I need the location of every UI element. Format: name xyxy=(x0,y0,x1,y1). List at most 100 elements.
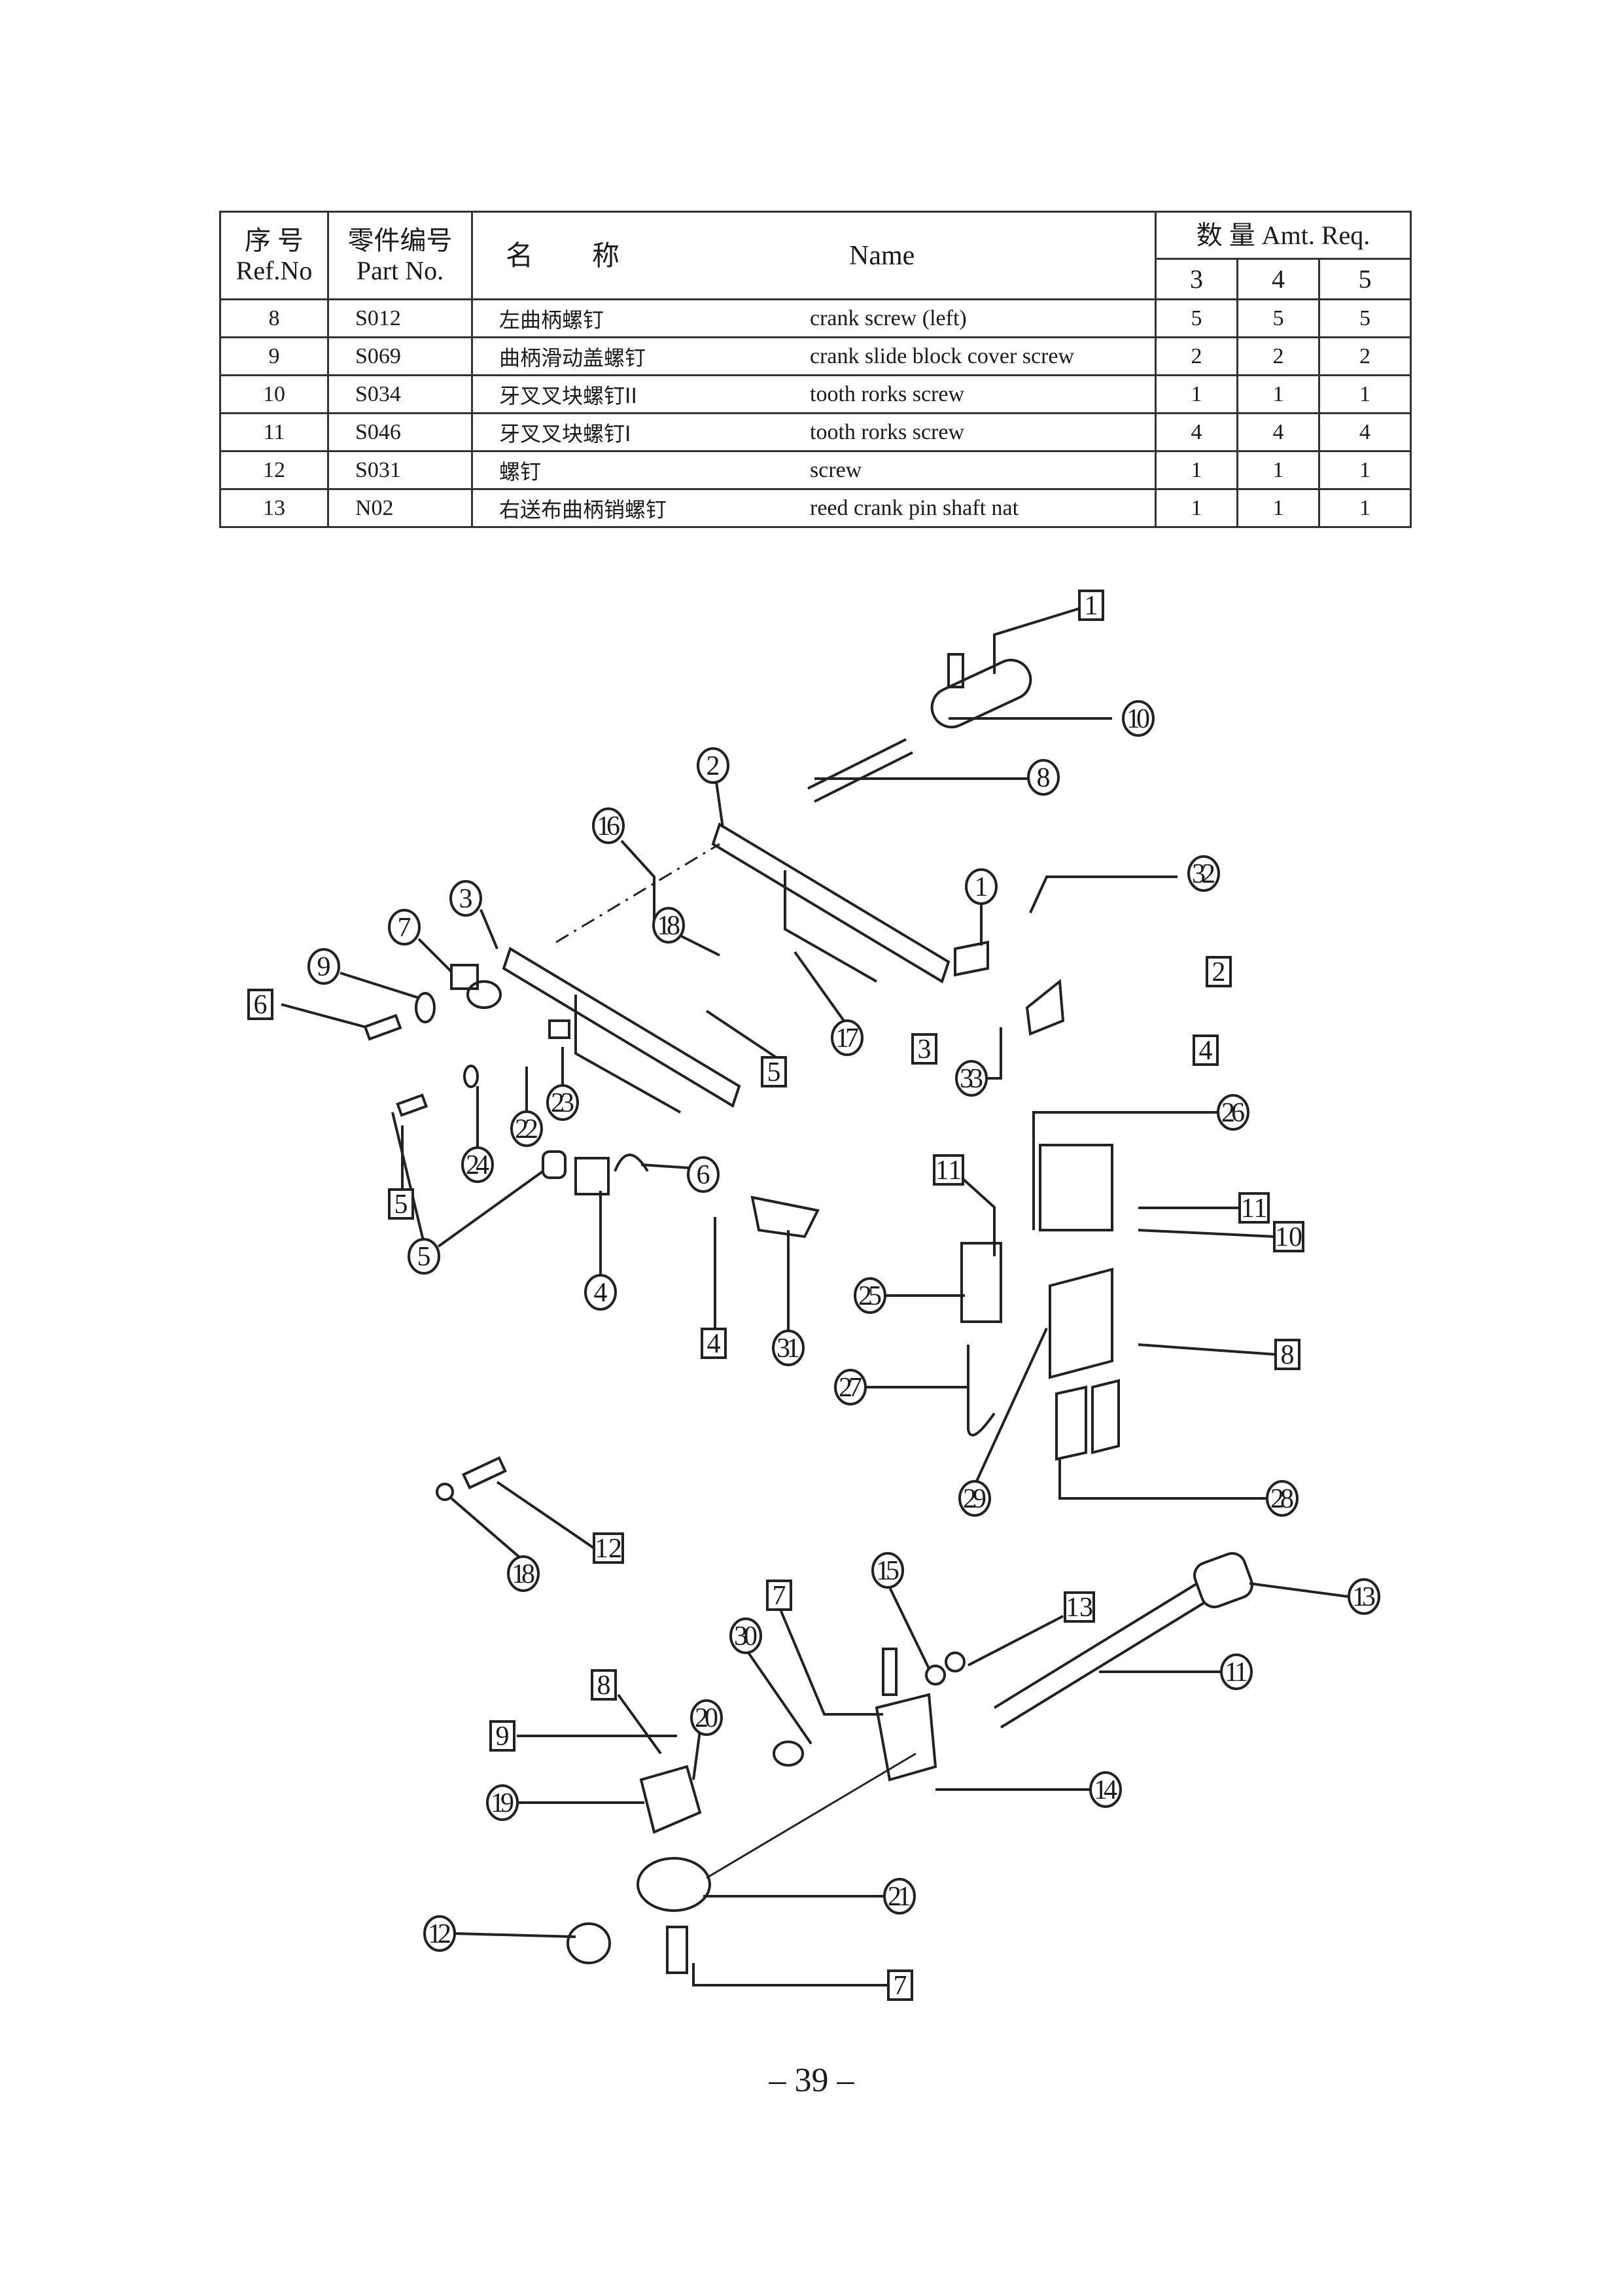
feed-arm-upper xyxy=(711,822,951,983)
circle-callout: 11 xyxy=(1220,1653,1253,1690)
box-callout: 8 xyxy=(591,1669,617,1701)
circle-callout: 33 xyxy=(955,1060,988,1097)
callout-label: 6 xyxy=(697,1160,710,1190)
circle-callout: 25 xyxy=(854,1277,886,1314)
callout-label: 23 xyxy=(551,1088,574,1118)
header-amount-required: 数 量 Amt. Req. xyxy=(1155,211,1412,260)
circle-callout: 21 xyxy=(883,1878,916,1915)
box-callout: 10 xyxy=(1273,1221,1304,1252)
circle-callout: 30 xyxy=(729,1617,762,1654)
leader-line xyxy=(973,1328,1048,1486)
crank-shaft-part xyxy=(807,738,913,803)
callout-label: 25 xyxy=(858,1281,882,1311)
callout-label: 29 xyxy=(963,1484,986,1514)
box-callout: 1 xyxy=(1078,590,1104,621)
header-ref-no: 序 号 Ref.No xyxy=(219,211,329,300)
qty-4-cell: 2 xyxy=(1236,336,1320,376)
pin-holder-part xyxy=(639,1765,702,1834)
name-en: tooth rorks screw xyxy=(810,381,965,406)
leader-line xyxy=(886,1583,930,1669)
circle-callout: 20 xyxy=(690,1699,723,1736)
needle-plate-part xyxy=(1049,1267,1113,1379)
callout-label: 28 xyxy=(1270,1484,1294,1514)
circle-callout: 9 xyxy=(307,948,340,985)
box-callout: 11 xyxy=(933,1154,964,1186)
qty-4-cell: 1 xyxy=(1236,488,1320,528)
callout-label: 14 xyxy=(1094,1775,1117,1805)
qty-5-cell: 5 xyxy=(1318,298,1412,338)
qty-4-cell: 1 xyxy=(1236,450,1320,490)
washer-part xyxy=(415,992,436,1023)
box-callout: 4 xyxy=(701,1328,727,1359)
callout-label: 4 xyxy=(707,1329,721,1359)
leader-line xyxy=(417,938,453,973)
header-name: 名称 Name xyxy=(471,211,1157,300)
circle-callout: 13 xyxy=(1348,1578,1380,1615)
box-callout: 5 xyxy=(761,1056,787,1087)
leader-line xyxy=(480,909,498,949)
qty-4-cell: 4 xyxy=(1236,412,1320,452)
circle-callout: 12 xyxy=(423,1915,456,1952)
callout-label: 9 xyxy=(496,1722,510,1752)
callout-label: 17 xyxy=(835,1023,859,1053)
circle-callout: 2 xyxy=(697,747,729,784)
crank-part xyxy=(875,1693,937,1782)
hex-key-part xyxy=(967,1345,996,1437)
leader-line xyxy=(993,607,1080,674)
callout-label: 10 xyxy=(1126,704,1150,734)
qty-5-cell: 4 xyxy=(1318,412,1412,452)
circle-callout: 10 xyxy=(1122,700,1155,737)
callout-label: 2 xyxy=(707,751,720,781)
circle-callout: 14 xyxy=(1089,1771,1122,1808)
name-zh: 曲柄滑动盖螺钉 xyxy=(499,345,646,370)
leader-line xyxy=(340,972,419,999)
callout-label: 12 xyxy=(428,1919,451,1949)
box-callout: 3 xyxy=(911,1033,937,1065)
qty-5-cell: 1 xyxy=(1318,374,1412,414)
circle-callout: 31 xyxy=(772,1330,805,1366)
callout-label: 11 xyxy=(1225,1657,1248,1687)
qty-3-cell: 4 xyxy=(1155,412,1238,452)
circle-callout: 15 xyxy=(871,1552,904,1589)
leader-line xyxy=(744,1648,812,1745)
ref-cell: 11 xyxy=(219,412,329,452)
callout-label: 18 xyxy=(512,1559,535,1589)
qty-5-cell: 1 xyxy=(1318,450,1412,490)
name-zh: 螺钉 xyxy=(499,459,542,484)
box-callout: 8 xyxy=(1274,1339,1300,1370)
name-en: screw xyxy=(810,457,862,482)
parts-table: 序 号 Ref.No 零件编号 Part No. 名称 Name 数 量 Amt… xyxy=(219,211,1412,528)
callout-label: 3 xyxy=(459,884,473,914)
leader-line xyxy=(794,951,845,1022)
callout-label: 3 xyxy=(918,1034,932,1065)
circle-callout: 29 xyxy=(958,1480,991,1517)
callout-label: 30 xyxy=(734,1621,758,1651)
qty-3-cell: 2 xyxy=(1155,336,1238,376)
callout-label: 18 xyxy=(657,911,680,941)
name-zh: 左曲柄螺钉 xyxy=(499,307,604,332)
callout-label: 11 xyxy=(1241,1193,1267,1224)
qty-3-cell: 1 xyxy=(1155,488,1238,528)
circle-callout: 22 xyxy=(510,1110,543,1147)
name-zh: 右送布曲柄销螺钉 xyxy=(499,497,667,522)
circle-callout: 4 xyxy=(584,1274,617,1311)
ref-cell: 12 xyxy=(219,450,329,490)
leader-line xyxy=(692,1963,888,1987)
callout-label: 31 xyxy=(777,1333,800,1364)
qty-3-cell: 1 xyxy=(1155,450,1238,490)
callout-label: 2 xyxy=(1212,957,1226,987)
leader-line xyxy=(454,1932,576,1938)
circle-callout: 28 xyxy=(1266,1480,1299,1517)
part-drawings xyxy=(363,653,1253,1974)
circle-callout: 19 xyxy=(486,1784,519,1821)
leader-line xyxy=(1029,875,1178,913)
